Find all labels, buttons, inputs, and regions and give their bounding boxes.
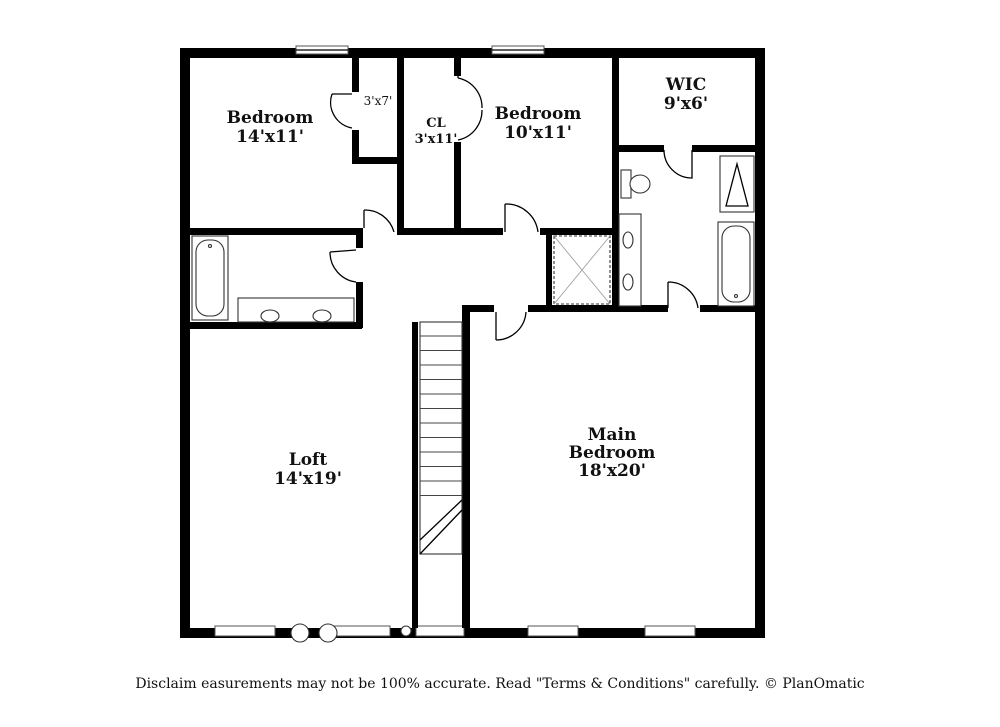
sink-main-2 [622, 273, 634, 291]
door-closet-small [329, 93, 353, 129]
label-main-bedroom-name1: Main [588, 425, 637, 445]
window-bottom-loft-1 [214, 625, 276, 637]
column-circle-2 [318, 623, 338, 643]
room-labels: Bedroom 14'x11' 3'x7' CL 3'x11' Bedroom … [227, 75, 708, 489]
window-bottom-main-1 [527, 625, 579, 637]
door-main-bedroom [495, 311, 527, 341]
door-bedroom-left [363, 209, 395, 233]
exterior-walls [180, 48, 765, 638]
fixtures [191, 155, 755, 323]
doors [329, 76, 699, 341]
door-bedroom-middle [504, 203, 539, 233]
label-cl-size: 3'x11' [415, 132, 458, 147]
label-main-bedroom-name2: Bedroom [569, 443, 656, 463]
label-wic-size: 9'x6' [664, 94, 708, 114]
label-bedroom-middle-size: 10'x11' [504, 123, 572, 143]
door-cl-right [457, 109, 483, 141]
interior-walls [190, 58, 758, 628]
wall-top [180, 48, 765, 58]
column-circle-3 [400, 625, 412, 637]
label-wic-name: WIC [665, 75, 707, 95]
wall-right [755, 48, 765, 638]
windows [214, 45, 696, 643]
wall-bottom [180, 628, 765, 638]
column-circle-1 [290, 623, 310, 643]
window-bottom-main-2 [644, 625, 696, 637]
door-cl-left [457, 76, 483, 109]
vanity-main [618, 213, 642, 307]
label-bedroom-middle-name: Bedroom [495, 104, 582, 124]
sink-left-2 [312, 309, 332, 323]
toilet-bowl [629, 174, 651, 194]
sink-main-1 [622, 231, 634, 249]
label-cl-name: CL [426, 116, 446, 131]
label-main-bedroom-size: 18'x20' [578, 461, 646, 481]
label-bedroom-left-size: 14'x11' [236, 127, 304, 147]
vanity-left [237, 297, 355, 323]
label-closet-small-size: 3'x7' [364, 94, 393, 108]
staircase [419, 321, 463, 555]
disclaimer-text: Disclaim easurements may not be 100% acc… [135, 676, 865, 692]
wall-left [180, 48, 190, 638]
sink-left-1 [260, 309, 280, 323]
label-loft-size: 14'x19' [274, 469, 342, 489]
door-main-bath [667, 281, 699, 309]
door-bath-left [329, 249, 357, 283]
window-bottom-stair [415, 625, 465, 637]
window-bottom-loft-2 [329, 625, 391, 637]
label-loft-name: Loft [289, 450, 328, 470]
door-wic [663, 149, 693, 179]
label-bedroom-left-name: Bedroom [227, 108, 314, 128]
